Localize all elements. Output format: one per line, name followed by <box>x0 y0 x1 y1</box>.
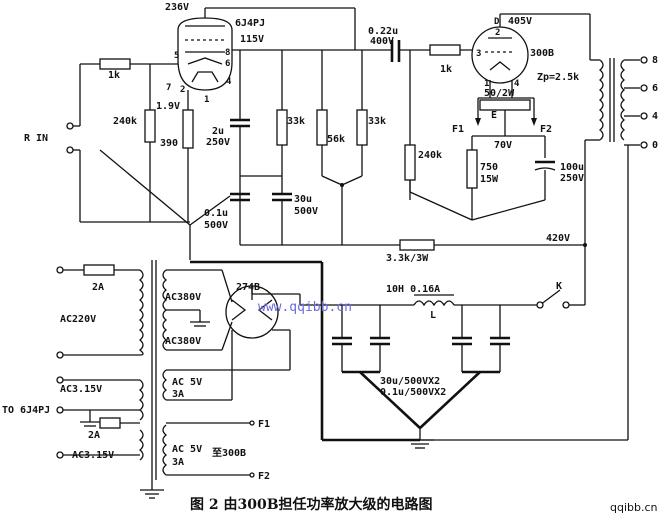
label-pin4b: 4 <box>514 79 520 89</box>
label-r-1k-input: 1k <box>108 70 120 81</box>
label-to-6j4pj: TO 6J4PJ <box>2 405 50 416</box>
label-cap-400v: 400V <box>370 36 394 47</box>
label-pin5a: 5 <box>174 51 179 61</box>
label-pin6a: 6 <box>225 59 230 69</box>
resistor-240k-a <box>144 109 156 143</box>
label-tube-300b: 300B <box>530 48 554 59</box>
label-out-8: 8 <box>652 55 658 66</box>
label-r-in: R IN <box>24 133 48 144</box>
label-420v: 420V <box>546 233 570 244</box>
tube-300b <box>471 14 529 98</box>
label-ac5v-a-amp: 3A <box>172 389 184 400</box>
label-405v: 405V <box>508 16 532 27</box>
label-e: E <box>491 110 497 121</box>
resistor-33k-b <box>356 109 368 146</box>
label-c-30u: 30u <box>294 194 312 205</box>
label-r-1k-grid: 1k <box>440 64 452 75</box>
label-pin7a: 7 <box>166 83 171 93</box>
resistor-56k <box>316 109 328 146</box>
label-f1-bottom: F1 <box>258 419 270 430</box>
label-r-3k3-3w: 3.3k/3W <box>386 253 429 264</box>
resistor-33k-a <box>276 109 288 146</box>
resistor-1k-input <box>99 58 131 70</box>
label-236v: 236V <box>165 2 189 13</box>
label-r-50-2w: 50/2W <box>484 88 515 99</box>
output-transformer <box>585 56 648 149</box>
label-pin4a: 4 <box>226 77 232 87</box>
label-r-240k-a: 240k <box>113 116 137 127</box>
label-cap-022: 0.22u <box>368 26 398 37</box>
label-ac5v-b-amp: 3A <box>172 457 184 468</box>
tube-6j4pj <box>177 8 233 91</box>
label-c-100u: 100u <box>560 162 584 173</box>
resistor-50-2w <box>479 99 531 111</box>
label-c-0-1u-a-v: 500V <box>204 220 228 231</box>
label-c-30u-v: 500V <box>294 206 318 217</box>
label-1-9v: 1.9V <box>156 101 180 112</box>
label-pin3b: 3 <box>476 49 481 59</box>
label-pin2b: 2 <box>495 28 500 38</box>
label-tube-6j4pj: 6J4PJ <box>235 18 265 29</box>
label-r-240k-b: 240k <box>418 150 442 161</box>
label-ac5v-b: AC 5V <box>172 444 202 455</box>
label-out-0: 0 <box>652 140 658 151</box>
label-r-33k-a: 33k <box>287 116 305 127</box>
label-switch-k: K <box>556 281 562 292</box>
label-f1-top: F1 <box>452 124 464 135</box>
resistor-3k3-3w <box>399 239 435 251</box>
label-out-4: 4 <box>652 111 658 122</box>
label-r-750-w: 15W <box>480 174 499 185</box>
label-pinD: D <box>494 17 500 27</box>
figure-caption: 图 2 由300B担任功率放大级的电路图 <box>190 496 433 513</box>
fuse-2a-b <box>99 417 121 429</box>
resistor-750-15w <box>466 149 478 189</box>
label-ac315-a: AC3.15V <box>60 384 102 395</box>
label-capvals-2: 0.1u/500VX2 <box>380 387 446 398</box>
watermark: www.qqibb.cn <box>258 300 352 315</box>
label-zp: Zp=2.5k <box>537 72 579 83</box>
label-c-2u: 2u <box>212 126 224 137</box>
label-capvals-1: 30u/500VX2 <box>380 376 440 387</box>
label-f2-top: F2 <box>540 124 552 135</box>
resistor-1k-grid <box>429 44 461 56</box>
label-pin8a: 8 <box>225 48 230 58</box>
resistor-240k-b <box>404 144 416 181</box>
label-r-33k-b: 33k <box>368 116 386 127</box>
label-pin2a: 2 <box>180 85 185 95</box>
fuse-2a <box>83 264 115 276</box>
label-c-100u-v: 250V <box>560 173 584 184</box>
site-mark: qqibb.cn <box>610 501 658 514</box>
label-c-2u-v: 250V <box>206 137 230 148</box>
label-ac315-b: AC3.15V <box>72 450 114 461</box>
label-choke: 10H 0.16A <box>386 284 440 295</box>
label-ac5v-a: AC 5V <box>172 377 202 388</box>
label-to-300b: 至300B <box>212 447 246 459</box>
label-rectifier-274b: 274B <box>236 282 260 293</box>
label-r-750: 750 <box>480 162 498 173</box>
label-choke-l: L <box>430 310 436 321</box>
label-70v: 70V <box>494 140 512 151</box>
label-f2-bottom: F2 <box>258 471 270 482</box>
label-115v: 115V <box>240 34 264 45</box>
label-ac220v: AC220V <box>60 314 96 325</box>
label-pin1b: 1 <box>484 79 489 89</box>
label-fuse-2a: 2A <box>92 282 104 293</box>
label-r-56k: 56k <box>327 134 345 145</box>
label-ac380-b: AC380V <box>165 336 201 347</box>
label-ac380-a: AC380V <box>165 292 201 303</box>
label-fuse-2a-b: 2A <box>88 430 100 441</box>
label-pin1a: 1 <box>204 95 209 105</box>
label-r-390: 390 <box>160 138 178 149</box>
label-out-6: 6 <box>652 83 658 94</box>
resistor-390 <box>182 109 194 149</box>
label-c-0-1u-a: 0.1u <box>204 208 228 219</box>
